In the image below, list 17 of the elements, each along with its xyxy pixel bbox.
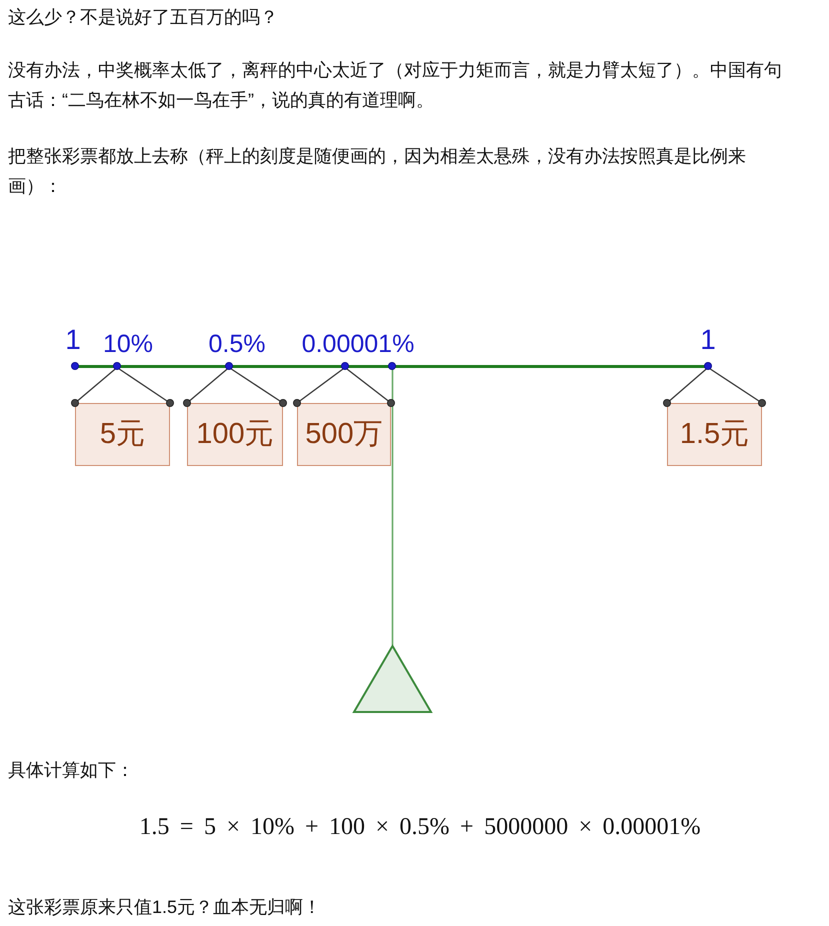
hanging-weight: 1.5元: [667, 403, 762, 466]
scale-label: 0.5%: [208, 332, 266, 357]
paragraph: 把整张彩票都放上去称（秤上的刻度是随便画的，因为相差太悬殊，没有办法按照真是比例来画）：: [8, 145, 747, 198]
scale-label: 10%: [102, 332, 154, 357]
hanging-weight: 5元: [75, 403, 170, 466]
hanging-weight: 500万: [297, 403, 391, 466]
support-rod: [392, 368, 394, 645]
fulcrum-triangle: [353, 645, 432, 713]
hanging-weight: 100元: [187, 403, 283, 466]
scale-label: 1: [65, 326, 81, 354]
scale-label: 1: [700, 326, 716, 354]
formula: 1.5 = 5 × 10% + 100 × 0.5% + 5000000 × 0.00001%: [139, 813, 701, 842]
paragraph: 这么少？不是说好了五百万的吗？: [8, 6, 279, 29]
paragraph: 具体计算如下：: [8, 759, 135, 782]
paragraph: 这张彩票原来只值1.5元？血本无归啊！: [8, 896, 322, 919]
paragraph: 没有办法，中奖概率太低了，离秤的中心太近了（对应于力矩而言，就是力臂太短了）。中国有句古话：“二鸟在林不如一鸟在手”，说的真的有道理啊。: [8, 59, 783, 112]
scale-label: 0.00001%: [302, 332, 414, 357]
